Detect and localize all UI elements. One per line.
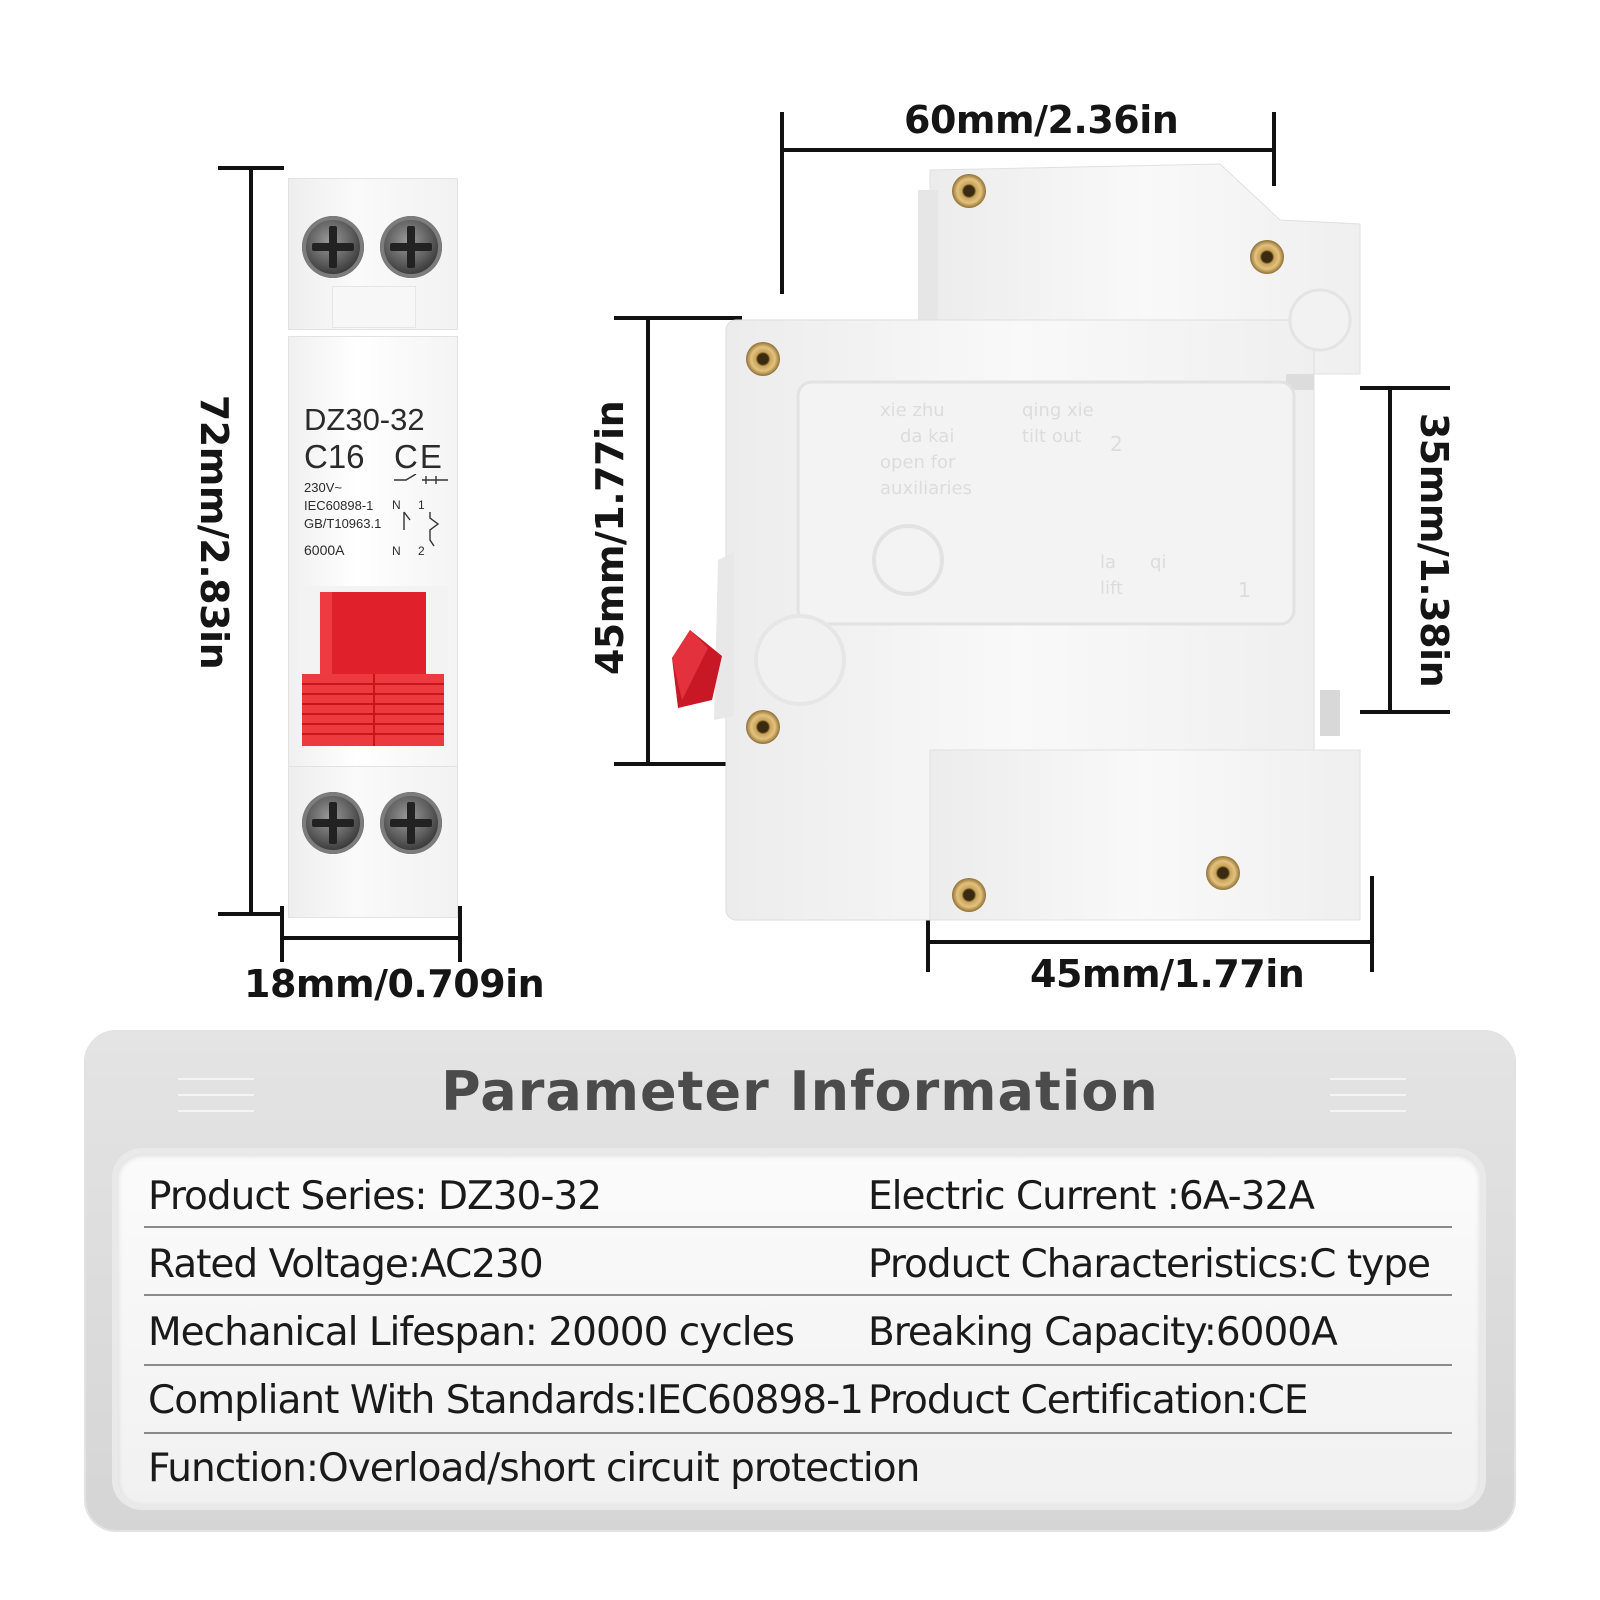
side-top-width-label: 60mm/2.36in xyxy=(904,98,1179,142)
front-std1-text: IEC60898-1 xyxy=(304,498,374,513)
rivet-icon xyxy=(1250,240,1284,274)
parameter-left: Compliant With Standards:IEC60898-1 xyxy=(148,1378,864,1423)
front-height-label: 72mm/2.83in xyxy=(192,394,236,670)
parameter-row: Rated Voltage:AC230 Product Characterist… xyxy=(148,1228,1448,1294)
parameter-right: Electric Current :6A-32A xyxy=(868,1174,1315,1219)
rivet-icon xyxy=(1206,856,1240,890)
parameter-left: Mechanical Lifespan: 20000 cycles xyxy=(148,1310,795,1355)
front-one-top: 1 xyxy=(418,498,425,512)
embossed-text-b2: lift xyxy=(1100,578,1124,599)
front-two-bottom: 2 xyxy=(418,544,425,558)
embossed-text-l4: auxiliaries xyxy=(880,478,972,499)
parameter-right: Product Certification:CE xyxy=(868,1378,1308,1423)
embossed-text-l3: open for xyxy=(880,452,956,473)
parameter-row: Product Series: DZ30-32 Electric Current… xyxy=(148,1160,1448,1226)
side-body-shape xyxy=(672,163,1361,921)
parameter-row: Mechanical Lifespan: 20000 cycles Breaki… xyxy=(148,1296,1448,1362)
parameter-right: Product Characteristics:C type xyxy=(868,1242,1431,1287)
parameter-right: Breaking Capacity:6000A xyxy=(868,1310,1338,1355)
embossed-text-n2: 2 xyxy=(1110,432,1123,456)
front-n-bottom: N xyxy=(392,544,401,558)
side-rail-height-label: 35mm/1.38in xyxy=(1412,412,1456,688)
side-body-height-label: 45mm/1.77in xyxy=(588,400,632,676)
rivet-icon xyxy=(746,710,780,744)
ce-mark: CE xyxy=(394,438,444,475)
terminal-screw-icon xyxy=(380,216,442,278)
rivet-icon xyxy=(952,174,986,208)
front-width-label: 18mm/0.709in xyxy=(244,962,545,1006)
front-std2-text: GB/T10963.1 xyxy=(304,516,382,531)
rivet-icon xyxy=(746,342,780,376)
circuit-symbol-icon xyxy=(394,474,448,547)
front-rating-text: C16 xyxy=(304,438,365,475)
parameter-row: Compliant With Standards:IEC60898-1 Prod… xyxy=(148,1364,1448,1430)
side-bottom-width-label: 45mm/1.77in xyxy=(1030,952,1305,996)
terminal-screw-icon xyxy=(302,792,364,854)
title-decoration-left xyxy=(178,1078,254,1114)
embossed-text-r2: tilt out xyxy=(1022,426,1082,447)
parameter-row: Function:Overload/short circuit protecti… xyxy=(148,1432,1448,1498)
parameter-panel: Parameter Information Product Series: DZ… xyxy=(86,1032,1514,1530)
front-n-top: N xyxy=(392,498,401,512)
embossed-text-n1: 1 xyxy=(1238,578,1251,602)
breaker-front-view: DZ30-32 C16 CE 230V~ IEC60898-1 GB/T1096… xyxy=(288,178,458,918)
embossed-text-l1: xie zhu xyxy=(880,400,945,421)
toggle-handle[interactable] xyxy=(298,586,448,746)
embossed-text-r1: qing xie xyxy=(1022,400,1094,421)
parameter-left: Function:Overload/short circuit protecti… xyxy=(148,1446,920,1491)
rivet-icon xyxy=(952,878,986,912)
front-capacity-text: 6000A xyxy=(304,542,345,558)
panel-title: Parameter Information xyxy=(441,1060,1159,1123)
front-model-text: DZ30-32 xyxy=(304,402,425,437)
parameter-table: Product Series: DZ30-32 Electric Current… xyxy=(118,1154,1480,1504)
embossed-text-b3: qi xyxy=(1150,552,1167,573)
breaker-side-view: xie zhu da kai open for auxiliaries qing… xyxy=(660,160,1380,930)
title-decoration-right xyxy=(1330,1078,1406,1114)
front-voltage-text: 230V~ xyxy=(304,480,342,495)
parameter-left: Product Series: DZ30-32 xyxy=(148,1174,602,1219)
parameter-left: Rated Voltage:AC230 xyxy=(148,1242,544,1287)
embossed-text-l2: da kai xyxy=(900,426,955,447)
embossed-text-b1: la xyxy=(1100,552,1117,573)
terminal-screw-icon xyxy=(302,216,364,278)
terminal-screw-icon xyxy=(380,792,442,854)
